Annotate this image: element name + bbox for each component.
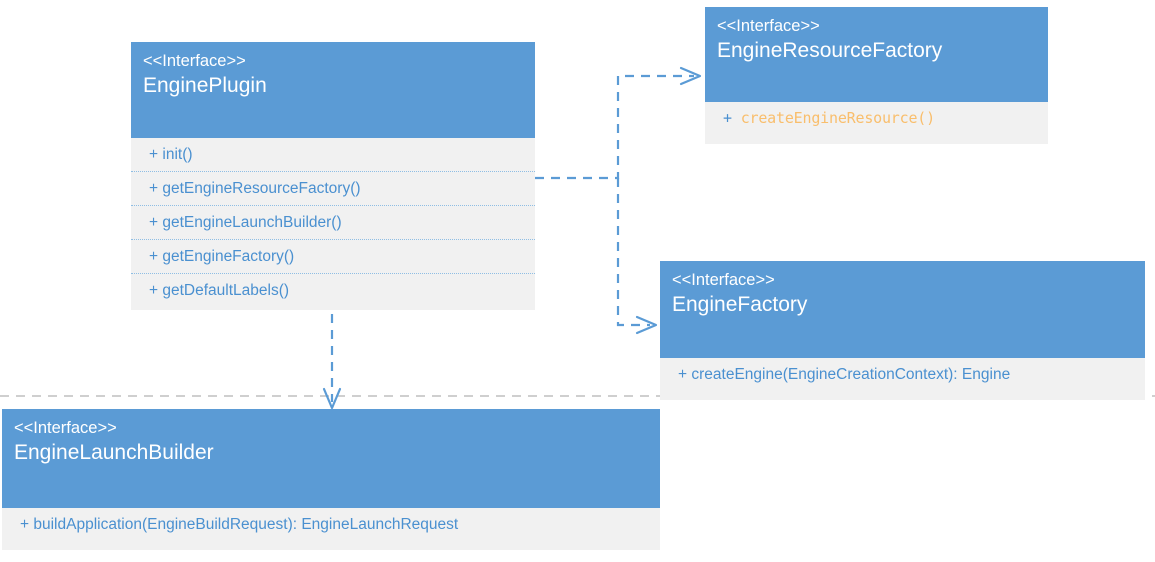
member-visibility: + xyxy=(149,282,159,299)
member-visibility: + xyxy=(20,516,30,533)
member-visibility: + xyxy=(149,146,159,163)
class-member[interactable]: + getEngineResourceFactory() xyxy=(131,172,535,206)
class-stereotype: <<Interface>> xyxy=(672,271,775,289)
member-signature: createEngineResource() xyxy=(740,109,935,127)
class-header-engineplugin: <<Interface>> EnginePlugin xyxy=(131,42,535,138)
dependency-engineplugin-to-engineresourcefactory xyxy=(535,66,702,180)
class-name: EngineResourceFactory xyxy=(717,39,943,62)
member-signature: getEngineResourceFactory() xyxy=(162,180,361,197)
class-name: EnginePlugin xyxy=(143,74,267,97)
class-stereotype: <<Interface>> xyxy=(143,52,246,70)
member-visibility: + xyxy=(149,248,159,265)
member-visibility: + xyxy=(149,180,159,197)
class-member[interactable]: + getEngineLaunchBuilder() xyxy=(131,206,535,240)
member-signature: init() xyxy=(162,146,193,163)
uml-class-engineresourcefactory[interactable]: <<Interface>> EngineResourceFactory + cr… xyxy=(705,7,1048,144)
member-signature: getDefaultLabels() xyxy=(162,282,290,299)
member-visibility: + xyxy=(678,366,688,383)
class-members-engineplugin: + init() + getEngineResourceFactory() + … xyxy=(131,138,535,310)
class-stereotype: <<Interface>> xyxy=(717,17,820,35)
class-member[interactable]: + buildApplication(EngineBuildRequest): … xyxy=(2,508,660,541)
class-header-enginefactory: <<Interface>> EngineFactory xyxy=(660,261,1145,358)
uml-class-engineplugin[interactable]: <<Interface>> EnginePlugin + init() + ge… xyxy=(131,42,535,310)
class-members-enginefactory: + createEngine(EngineCreationContext): E… xyxy=(660,358,1145,400)
member-signature: createEngine(EngineCreationContext): Eng… xyxy=(691,366,1011,383)
class-header-engineresourcefactory: <<Interface>> EngineResourceFactory xyxy=(705,7,1048,102)
class-member[interactable]: + createEngine(EngineCreationContext): E… xyxy=(660,358,1145,391)
class-member[interactable]: + createEngineResource() xyxy=(705,102,1048,135)
class-members-engineresourcefactory: + createEngineResource() xyxy=(705,102,1048,144)
uml-class-enginefactory[interactable]: <<Interface>> EngineFactory + createEngi… xyxy=(660,261,1145,400)
member-visibility: + xyxy=(723,109,732,127)
member-signature: buildApplication(EngineBuildRequest): En… xyxy=(33,516,459,533)
class-name: EngineFactory xyxy=(672,293,808,316)
class-member[interactable]: + getEngineFactory() xyxy=(131,240,535,274)
uml-class-enginelaunchbuilder[interactable]: <<Interface>> EngineLaunchBuilder + buil… xyxy=(2,409,660,550)
class-name: EngineLaunchBuilder xyxy=(14,441,214,464)
dependency-engineplugin-to-enginefactory xyxy=(616,178,658,335)
class-header-enginelaunchbuilder: <<Interface>> EngineLaunchBuilder xyxy=(2,409,660,508)
class-member[interactable]: + getDefaultLabels() xyxy=(131,274,535,307)
dependency-engineplugin-to-enginelaunchbuilder xyxy=(322,314,342,410)
member-signature: getEngineLaunchBuilder() xyxy=(162,214,342,231)
member-visibility: + xyxy=(149,214,159,231)
class-stereotype: <<Interface>> xyxy=(14,419,117,437)
member-signature: getEngineFactory() xyxy=(162,248,295,265)
class-members-enginelaunchbuilder: + buildApplication(EngineBuildRequest): … xyxy=(2,508,660,550)
class-member[interactable]: + init() xyxy=(131,138,535,172)
